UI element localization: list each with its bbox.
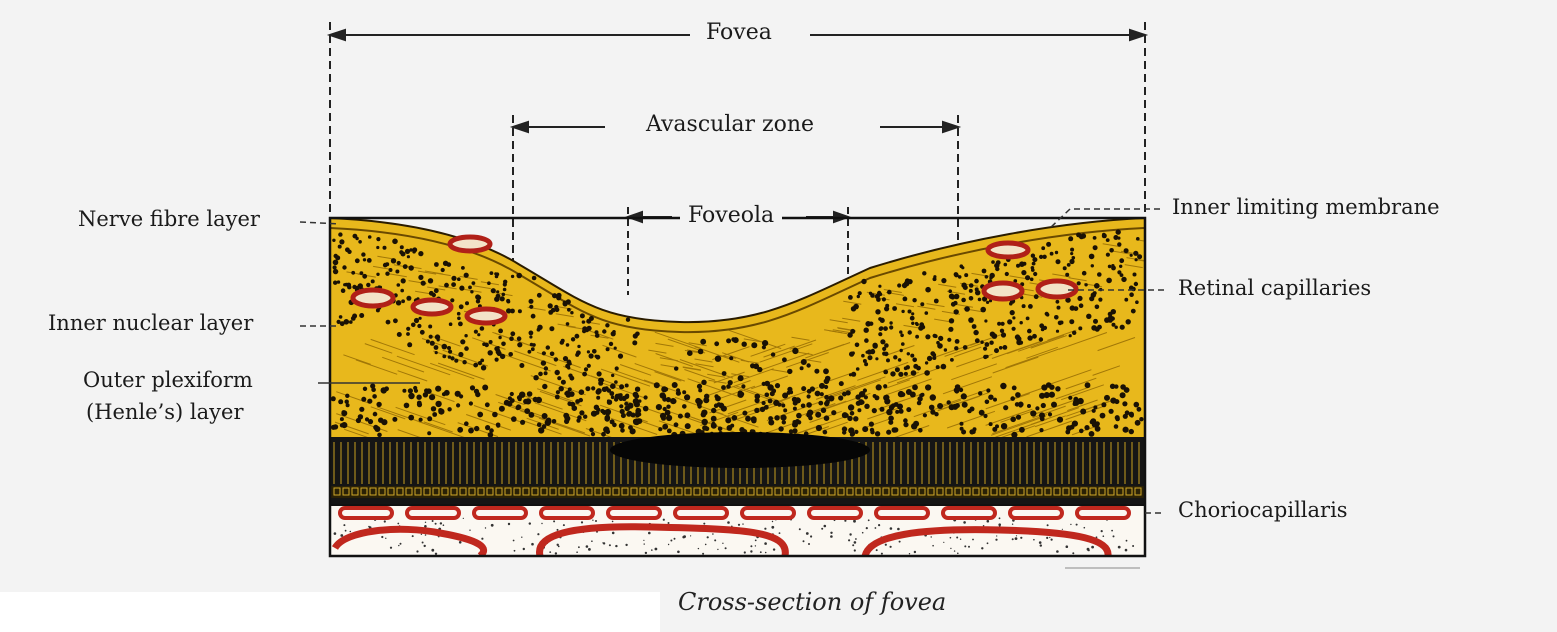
- retinal-capillaries-label: Retinal capillaries: [1178, 276, 1371, 300]
- photoreceptor-layer: [330, 432, 1145, 505]
- avascular-zone-label: Avascular zone: [638, 112, 822, 137]
- choroid-layer: [330, 505, 1145, 556]
- choriocapillaris-label: Choriocapillaris: [1178, 498, 1348, 522]
- foveola-label: Foveola: [680, 203, 782, 228]
- outer-plexiform-label-line1: Outer plexiform: [83, 368, 253, 392]
- outer-plexiform-label-line2: (Henle’s) layer: [86, 400, 244, 424]
- inner-limiting-membrane-label: Inner limiting membrane: [1172, 195, 1440, 219]
- nerve-fibre-layer-label: Nerve fibre layer: [78, 207, 260, 231]
- fovea-label: Fovea: [698, 20, 780, 45]
- figure-caption: Cross-section of fovea: [678, 588, 946, 616]
- inner-nuclear-layer-label: Inner nuclear layer: [48, 311, 253, 335]
